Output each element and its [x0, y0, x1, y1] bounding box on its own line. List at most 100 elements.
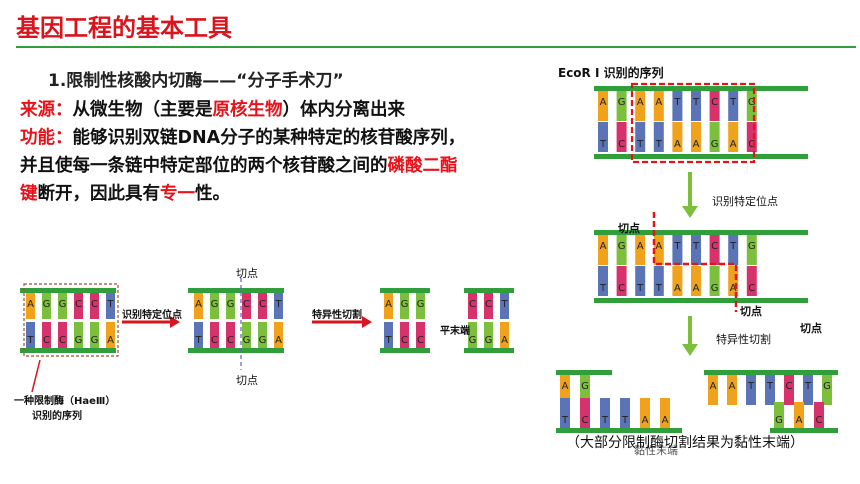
- ecori-panel3-right-top-base-1-letter: A: [729, 381, 736, 392]
- hae-panel1-top-base-1-letter: G: [43, 299, 51, 310]
- ecori-panel2-bottom-base-8: [746, 266, 757, 296]
- ecori-panel2-top-base-8: [746, 235, 757, 265]
- ecori-panel2-bottom-base-6-letter: G: [711, 283, 719, 294]
- ecori-panel1-bottom-base-6-letter: G: [711, 139, 719, 150]
- function-highlight-3: 专一: [160, 184, 195, 204]
- hae-panel1-top-base-4-letter: C: [91, 299, 98, 310]
- hae-panel1-bottom-base-4: [90, 322, 99, 348]
- hae-panel1-bottom-base-3-letter: G: [75, 335, 83, 346]
- ecori-panel3-left-top-base-1-letter: G: [581, 381, 589, 392]
- hae-panel1-top-base-5: [106, 293, 115, 319]
- ecori-panel2-top-base-1: [616, 235, 627, 265]
- ecori-panel2-bottom-base-7-letter: A: [730, 283, 737, 294]
- ecori-panel2-top-base-4: [672, 235, 683, 265]
- hae-panel2-bottom-strand: [188, 348, 284, 353]
- ecori-panel1-bottom-base-4: [672, 122, 683, 152]
- hae-panel2-bottom-base-3: [242, 322, 251, 348]
- ecori-panel1-top-base-4-letter: T: [673, 97, 681, 108]
- ecori-panel1-top-base-8-letter: G: [748, 97, 756, 108]
- ecori-panel1-top-base-2: [635, 91, 646, 121]
- hae-arrow2-label: 特异性切割: [312, 310, 362, 321]
- ecori-step2-label: 特异性切割: [716, 333, 771, 346]
- ecori-panel1-bottom-base-0: [598, 122, 608, 152]
- ecori-panel3-left-bottom-base-2-letter: T: [601, 415, 609, 426]
- source-text-pre: 从微生物（主要是: [72, 100, 213, 120]
- ecori-panel3-right-top-base-5: [803, 375, 813, 405]
- function-text-3: 断开，因此具有: [37, 184, 161, 204]
- ecori-panel2-top-base-5-letter: T: [692, 241, 700, 252]
- ecori-panel3-right-top-base-3: [765, 375, 775, 405]
- ecori-panel2-top-base-1-letter: G: [618, 241, 626, 252]
- hae-panel2-bottom-base-0: [194, 322, 203, 348]
- hae-panel3-bottom-base-2-letter: C: [417, 335, 424, 346]
- ecori-panel1-top-strand: [594, 86, 808, 91]
- ecori-arrow2-head: [682, 344, 698, 356]
- function-label: 功能：: [20, 128, 73, 148]
- ecori-panel2-top-base-7-letter: T: [729, 241, 737, 252]
- ecori-panel1-bottom-base-5-letter: A: [693, 139, 700, 150]
- hae-panel3-top-base-2-letter: G: [417, 299, 425, 310]
- hae-panel1-top-base-1: [42, 293, 51, 319]
- function-highlight-1: 磷酸二酯: [387, 156, 458, 176]
- ecori-panel2-bottom-strand: [594, 298, 808, 303]
- ecori-panel1-bottom-base-5: [691, 122, 701, 152]
- source-label: 来源：: [20, 100, 73, 120]
- hae-panel3-right-bottom: [464, 348, 514, 353]
- ecori-panel1-top-base-7-letter: T: [729, 97, 737, 108]
- ecori-panel2-bottom-base-4-letter: A: [674, 283, 681, 294]
- ecori-cut-label-2: 切点: [740, 305, 762, 318]
- hae-panel1-bottom-base-2-letter: C: [59, 335, 66, 346]
- hae-panel3-top-base-0-letter: A: [385, 299, 392, 310]
- ecori-panel2-top-base-6: [709, 235, 720, 265]
- hae-panel3-bottom-base-3-letter: G: [469, 335, 477, 346]
- ecori-panel1-bottom-base-1: [616, 122, 627, 152]
- ecori-panel1-bottom-base-2-letter: T: [636, 139, 644, 150]
- ecori-panel1-top-base-5: [691, 91, 701, 121]
- ecori-panel2-top-base-4-letter: T: [673, 241, 681, 252]
- hae-arrow1-head: [170, 316, 180, 328]
- hae-panel2-top-base-4: [258, 293, 267, 319]
- hae-panel2-bottom-base-2-letter: C: [227, 335, 234, 346]
- ecori-panel3-left-bottom-base-1-letter: C: [582, 415, 589, 426]
- ecori-note: （大部分限制酶切割结果为黏性末端）: [566, 435, 804, 451]
- hae-panel2-bottom-base-5-letter: A: [275, 335, 282, 346]
- function-line-3: 键断开，因此具有专一性。: [20, 180, 230, 205]
- ecori-panel3-right-top-base-2-letter: T: [747, 381, 755, 392]
- hae-enzyme-sub: 识别的序列: [32, 411, 82, 422]
- ecori-panel2-bottom-base-5-letter: A: [693, 283, 700, 294]
- hae-panel3-top-base-1: [400, 293, 409, 319]
- ecori-panel3-left-bottom: [556, 428, 682, 433]
- title-divider: [16, 46, 856, 48]
- ecori-panel1-bottom-base-8-letter: C: [748, 139, 755, 150]
- ecori-cut-path: [652, 212, 738, 312]
- ecori-panel3-right-top-base-0-letter: A: [710, 381, 717, 392]
- ecori-panel3-right-top: [704, 370, 838, 375]
- ecori-panel3-right-bottom-base-2: [814, 402, 824, 428]
- ecori-panel3-left-bottom-base-0-letter: T: [561, 415, 569, 426]
- hae-panel3-top-base-3: [468, 293, 477, 319]
- hae-panel1-bottom-base-2: [58, 322, 67, 348]
- ecori-panel3-right-top-base-6-letter: G: [823, 381, 831, 392]
- ecori-arrow1-head: [682, 206, 698, 218]
- ecori-panel2-top-base-3-letter: A: [655, 241, 662, 252]
- ecori-panel2-bottom-base-3-letter: T: [655, 283, 663, 294]
- ecori-panel3-left-top-base-0: [560, 375, 570, 401]
- ecori-panel2-bottom-base-6: [709, 266, 720, 296]
- hae-panel3-left-top: [380, 288, 430, 293]
- hae-recognition-box: [23, 283, 119, 357]
- hae-panel2-top-base-0: [194, 293, 203, 319]
- ecori-panel3-right-bottom-base-1-letter: A: [796, 415, 803, 426]
- ecori-panel2-top-base-6-letter: C: [711, 241, 718, 252]
- ecori-panel3-left-bottom-base-2: [600, 398, 610, 428]
- hae-panel1-top-base-4: [90, 293, 99, 319]
- ecori-cut-label-1: 切点: [618, 222, 640, 235]
- ecori-panel2-top-strand: [594, 230, 808, 235]
- hae-panel3-bottom-base-0: [384, 322, 393, 348]
- hae-panel1-top-base-3-letter: C: [75, 299, 82, 310]
- ecori-panel2-bottom-base-2: [635, 266, 646, 296]
- hae-panel3-bottom-base-1: [400, 322, 409, 348]
- hae-panel2-bottom-base-1: [210, 322, 219, 348]
- ecori-panel3-right-bottom-base-2-letter: C: [816, 415, 823, 426]
- hae-panel2-top-base-0-letter: A: [195, 299, 202, 310]
- hae-arrow1-label: 识别特定位点: [122, 310, 182, 321]
